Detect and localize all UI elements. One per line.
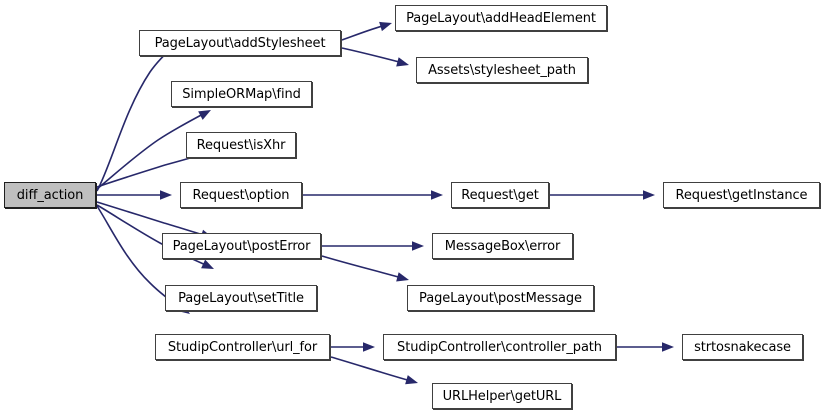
arrowhead-diff_action-to-find [198, 110, 211, 120]
node-isXhr[interactable]: Request\isXhr [186, 132, 296, 158]
arrowhead-addStylesheet-to-stylesheet_path [396, 57, 409, 67]
node-url_for[interactable]: StudipController\url_for [155, 334, 330, 360]
node-label-diff_action: diff_action [16, 187, 84, 203]
node-addStylesheet[interactable]: PageLayout\addStylesheet [139, 30, 341, 56]
node-option[interactable]: Request\option [180, 182, 302, 208]
arrowhead-url_for-to-controller_path [363, 342, 375, 352]
arrowhead-url_for-to-getURL [405, 375, 418, 385]
node-label-addStylesheet: PageLayout\addStylesheet [154, 35, 326, 51]
node-label-postError: PageLayout\postError [172, 238, 311, 254]
node-diff_action[interactable]: diff_action [4, 182, 96, 208]
edge-addStylesheet-to-addHeadElement [341, 24, 387, 41]
node-label-get: Request\get [461, 187, 539, 203]
arrowhead-option-to-get [431, 190, 443, 200]
node-addHeadElement[interactable]: PageLayout\addHeadElement [395, 5, 607, 31]
node-label-stylesheet_path: Assets\stylesheet_path [428, 62, 576, 78]
node-stylesheet_path[interactable]: Assets\stylesheet_path [416, 57, 588, 83]
node-find[interactable]: SimpleORMap\find [171, 81, 312, 107]
arrowhead-postError-to-postMessage [396, 272, 409, 282]
edge-addStylesheet-to-stylesheet_path [341, 47, 404, 64]
node-strtosnakecase[interactable]: strtosnakecase [682, 334, 803, 360]
edge-url_for-to-getURL [330, 356, 412, 382]
arrowhead-addStylesheet-to-addHeadElement [379, 21, 392, 32]
node-getInstance[interactable]: Request\getInstance [663, 182, 820, 208]
node-label-getInstance: Request\getInstance [675, 187, 808, 203]
node-messagebox_error[interactable]: MessageBox\error [432, 233, 573, 259]
node-label-url_for: StudipController\url_for [167, 339, 318, 355]
node-postMessage[interactable]: PageLayout\postMessage [407, 285, 594, 311]
node-getURL[interactable]: URLHelper\getURL [432, 383, 572, 409]
node-controller_path[interactable]: StudipController\controller_path [383, 334, 616, 360]
node-setTitle[interactable]: PageLayout\setTitle [165, 285, 317, 311]
arrowhead-postError-to-messagebox_error [412, 241, 424, 251]
node-label-addHeadElement: PageLayout\addHeadElement [406, 10, 596, 26]
arrowhead-diff_action-to-option [160, 190, 172, 200]
node-label-setTitle: PageLayout\setTitle [178, 290, 304, 306]
node-label-messagebox_error: MessageBox\error [444, 238, 561, 254]
node-label-controller_path: StudipController\controller_path [397, 339, 602, 355]
node-get[interactable]: Request\get [451, 182, 549, 208]
node-label-find: SimpleORMap\find [182, 86, 301, 102]
node-label-getURL: URLHelper\getURL [442, 388, 562, 404]
arrowhead-get-to-getInstance [643, 190, 655, 200]
node-postError[interactable]: PageLayout\postError [162, 233, 321, 259]
node-label-strtosnakecase: strtosnakecase [694, 339, 791, 355]
node-label-option: Request\option [192, 187, 290, 203]
node-label-isXhr: Request\isXhr [196, 137, 286, 153]
arrowhead-controller_path-to-strtosnakecase [662, 342, 674, 352]
node-label-postMessage: PageLayout\postMessage [419, 290, 582, 306]
edge-diff_action-to-addStylesheet [96, 44, 176, 192]
arrowhead-diff_action-to-setTitle [201, 259, 214, 269]
edge-postError-to-postMessage [321, 255, 403, 279]
